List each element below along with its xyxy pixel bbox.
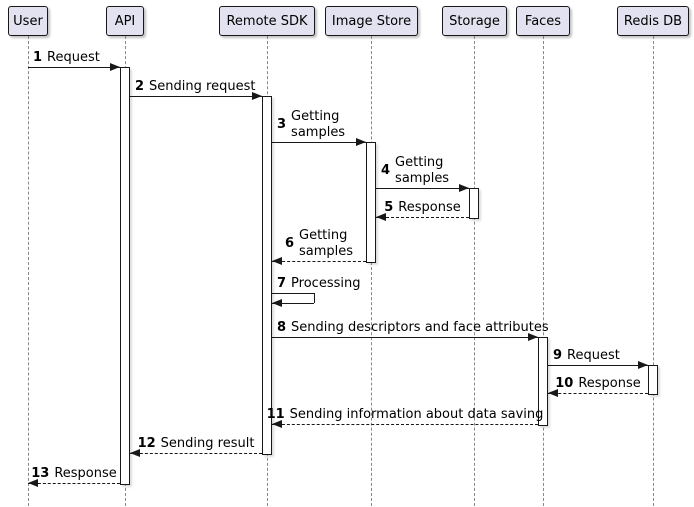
message-8-line (272, 337, 538, 338)
message-10-arrowhead (548, 389, 558, 397)
message-11-arrowhead (272, 420, 282, 428)
participant-box-api: API (106, 6, 144, 36)
message-8-arrowhead (528, 333, 538, 341)
activation-bar-redis-db (648, 365, 658, 395)
message-13-line (28, 483, 120, 484)
activation-bar-api (120, 67, 130, 485)
message-text: Getting samples (299, 228, 354, 259)
message-1-arrowhead (110, 63, 120, 71)
participant-box-user: User (8, 6, 48, 36)
message-7-arrowhead (272, 299, 282, 307)
lifeline-redis-db (653, 36, 654, 506)
message-2-line (130, 96, 262, 97)
message-6-label: 6 Getting samples (285, 228, 353, 259)
message-5-arrowhead (376, 213, 386, 221)
message-7-line-vertical (314, 293, 315, 303)
participant-label-faces: Faces (524, 13, 562, 29)
message-3-line (272, 142, 366, 143)
participant-label-storage: Storage (449, 13, 500, 29)
message-text: Sending result (160, 435, 255, 451)
message-text: Getting samples (395, 155, 450, 186)
participant-label-redis-db: Redis DB (623, 13, 683, 29)
activation-bar-faces (538, 337, 548, 426)
message-number: 10 (555, 375, 574, 391)
message-number: 11 (266, 406, 285, 422)
message-text: Response (398, 199, 461, 215)
participant-box-faces: Faces (516, 6, 570, 36)
message-number: 8 (277, 319, 287, 335)
message-5-line (376, 217, 469, 218)
message-number: 7 (277, 275, 287, 291)
message-6-line (272, 261, 366, 262)
message-number: 4 (381, 163, 391, 179)
activation-bar-storage (469, 188, 479, 219)
message-number: 6 (284, 236, 294, 252)
message-text: Response (54, 465, 117, 481)
message-text: Request (47, 49, 100, 65)
lifeline-user (28, 36, 29, 506)
lifeline-storage (474, 36, 475, 506)
message-text: Sending information about data saving (289, 406, 544, 422)
message-1-line (28, 67, 120, 68)
message-number: 9 (553, 347, 563, 363)
message-number: 1 (33, 49, 43, 65)
lifeline-image-store (371, 36, 372, 506)
participant-label-remote-sdk: Remote SDK (226, 13, 308, 29)
message-number: 2 (135, 78, 145, 94)
message-9-line (548, 365, 648, 366)
message-12-line (130, 453, 262, 454)
participant-box-image-store: Image Store (325, 6, 418, 36)
participant-box-storage: Storage (442, 6, 507, 36)
message-6-arrowhead (272, 257, 282, 265)
message-text: Response (578, 375, 641, 391)
participant-label-user: User (13, 13, 43, 29)
message-number: 12 (137, 435, 156, 451)
participant-label-api: API (114, 13, 136, 29)
participant-box-remote-sdk: Remote SDK (219, 6, 315, 36)
message-9-arrowhead (638, 361, 648, 369)
message-text: Sending request (149, 78, 256, 94)
message-text: Request (567, 347, 620, 363)
message-number: 3 (277, 117, 287, 133)
message-11-line (272, 424, 538, 425)
message-text: Processing (291, 275, 361, 291)
participant-box-redis-db: Redis DB (617, 6, 689, 36)
message-text: Sending descriptors and face attributes (291, 319, 549, 335)
message-7-line (272, 293, 314, 294)
message-7-line-return (272, 303, 314, 304)
message-text: Getting samples (291, 109, 346, 140)
activation-bar-image-store (366, 142, 376, 263)
message-13-arrowhead (28, 479, 38, 487)
message-4-line (376, 188, 469, 189)
message-3-arrowhead (356, 138, 366, 146)
participant-label-image-store: Image Store (331, 13, 412, 29)
message-number: 13 (31, 465, 50, 481)
message-10-line (548, 393, 648, 394)
lifeline-faces (543, 36, 544, 506)
message-2-arrowhead (252, 92, 262, 100)
message-4-arrowhead (459, 184, 469, 192)
activation-bar-remote-sdk (262, 96, 272, 455)
message-12-arrowhead (130, 449, 140, 457)
message-number: 5 (384, 199, 394, 215)
